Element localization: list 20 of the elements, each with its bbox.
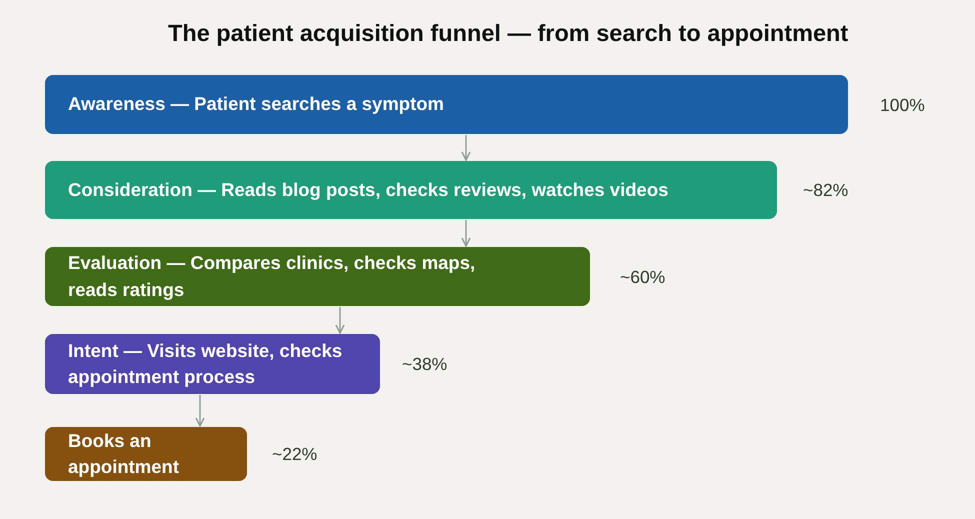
stage-label: Evaluation — Compares clinics, checks maps, reads ratings: [68, 251, 476, 302]
percentage-label: ~60%: [620, 266, 666, 288]
stage-box: [45, 334, 380, 394]
stage-box: [45, 75, 848, 134]
stage-box: [45, 161, 777, 219]
percentage-label: ~82%: [803, 179, 848, 201]
stage-label: Intent — Visits website, checks appointment process: [68, 338, 344, 389]
arrow: [335, 307, 345, 334]
diagram-title: The patient acquisition funnel — from search to appointment: [168, 19, 848, 48]
stage-label: Consideration — Reads blog posts, checks reviews, watches videos: [68, 178, 670, 202]
arrow: [461, 135, 471, 161]
stage-box: [45, 247, 590, 306]
percentage-label: ~22%: [272, 443, 318, 465]
percentage-label: 100%: [880, 94, 925, 116]
arrow: [461, 220, 471, 247]
percentage-label: ~38%: [402, 353, 448, 375]
stage-label: Books an appointment: [68, 428, 180, 479]
arrow: [195, 395, 205, 427]
stage-label: Awareness — Patient searches a symptom: [68, 92, 445, 116]
stage-box: [45, 427, 247, 481]
